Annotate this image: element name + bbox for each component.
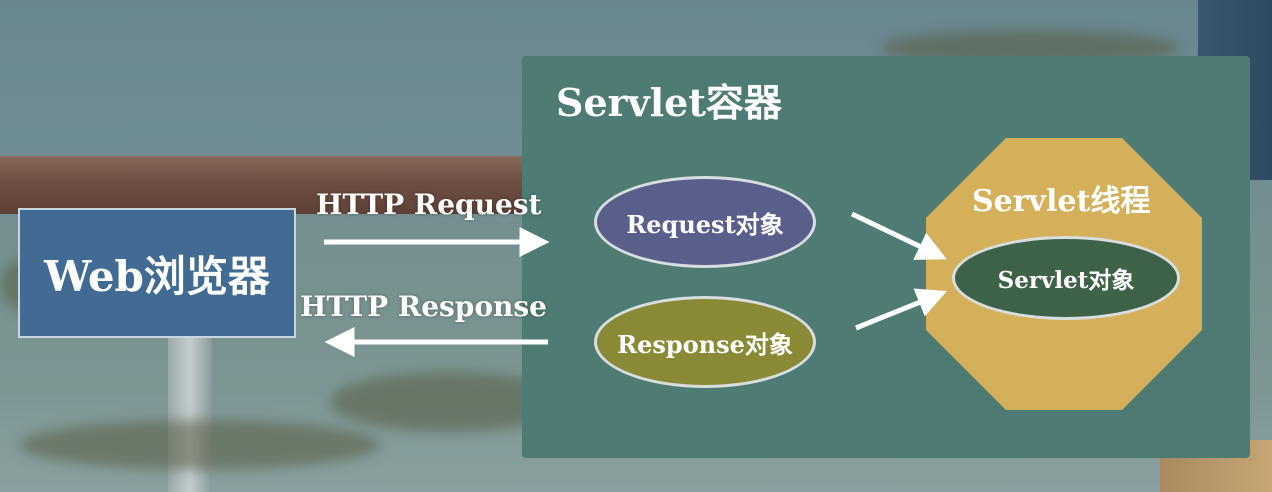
railing-rail — [0, 156, 560, 214]
response-to-servlet-arrow — [855, 288, 947, 331]
response-object-label: Response对象 — [617, 329, 793, 359]
shore-patch — [20, 420, 380, 470]
servlet-object-label: Servlet对象 — [997, 267, 1135, 294]
request-to-servlet-arrow — [850, 211, 947, 260]
servlet-thread-title: Servlet线程 — [972, 184, 1151, 219]
http-request-label: HTTP Request — [316, 188, 542, 221]
request-object-label: Request对象 — [626, 209, 784, 239]
web-browser-label: Web浏览器 — [44, 251, 270, 301]
request-object: Request对象 — [594, 176, 816, 268]
response-object: Response对象 — [594, 296, 816, 388]
http-response-label: HTTP Response — [300, 290, 547, 323]
container-title: Servlet容器 — [556, 80, 782, 125]
web-browser-box: Web浏览器 — [18, 208, 296, 338]
servlet-object: Servlet对象 — [952, 236, 1180, 320]
